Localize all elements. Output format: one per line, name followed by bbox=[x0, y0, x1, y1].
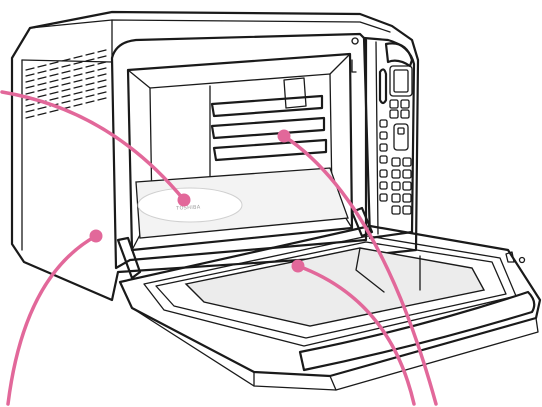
callouts bbox=[2, 92, 436, 404]
turntable-plate: TOSHIBA bbox=[136, 168, 348, 238]
oven-door bbox=[118, 208, 540, 390]
control-buttons bbox=[380, 100, 411, 214]
callout-cabinet bbox=[8, 230, 103, 405]
callout-oven-rack-dot bbox=[278, 130, 291, 143]
control-panel bbox=[364, 38, 414, 238]
oven-rack bbox=[212, 96, 326, 160]
callout-cabinet-dot bbox=[90, 230, 103, 243]
callout-turntable-dot bbox=[178, 194, 191, 207]
callout-door-window-dot bbox=[292, 260, 305, 273]
